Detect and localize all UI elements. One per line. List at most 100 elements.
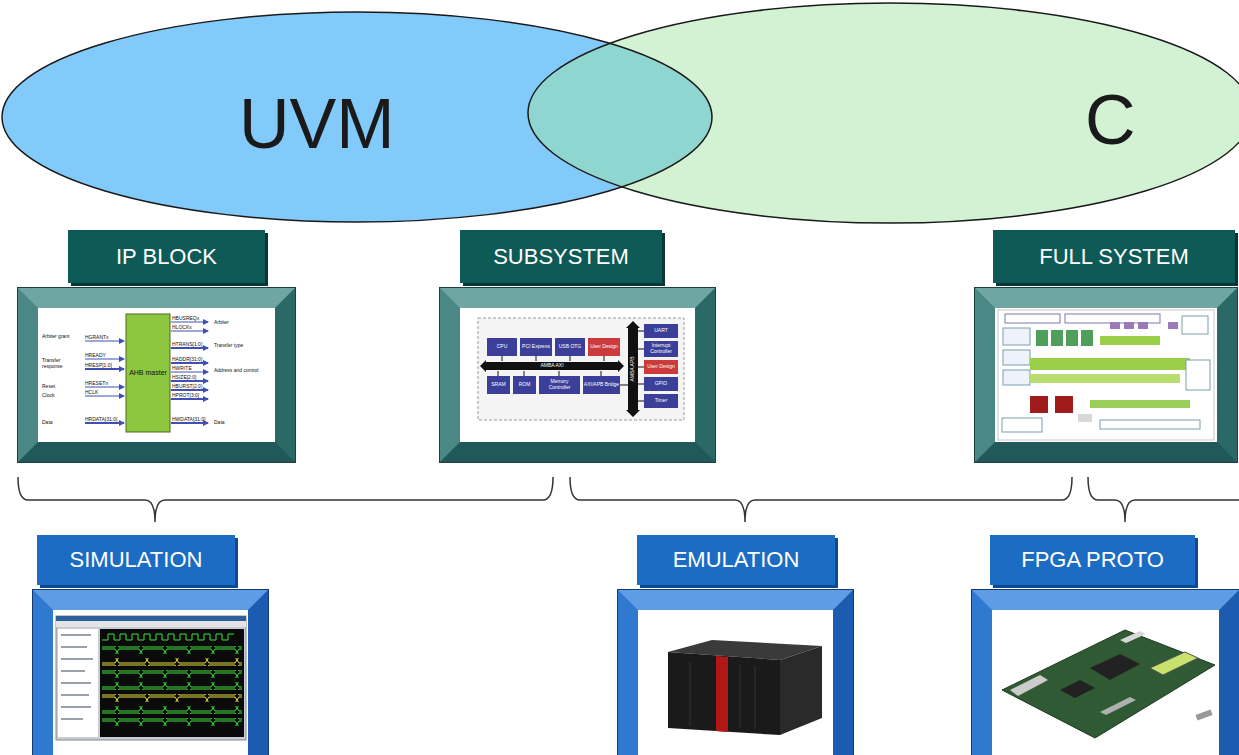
- full-system-figure: [1066, 330, 1078, 346]
- bus-tap: [638, 401, 644, 402]
- signal-arrow: [171, 347, 208, 349]
- emulator-cabinet: [690, 662, 691, 726]
- full-system-figure: [1100, 336, 1160, 345]
- ip-block: [555, 338, 585, 356]
- bus-tap: [559, 371, 560, 376]
- full-system-figure: [1124, 322, 1134, 329]
- signal-group: Data: [42, 419, 53, 425]
- fpga-board: [1150, 652, 1198, 675]
- signal-arrow: [85, 368, 124, 370]
- bus-tap: [536, 356, 537, 361]
- ip-block: [583, 376, 620, 394]
- ip-block: [644, 341, 678, 357]
- full-system-figure: [1030, 358, 1190, 370]
- bus-tap: [620, 385, 628, 386]
- signal-name: HADDR[31:0]: [172, 356, 202, 362]
- bus-tap: [638, 367, 644, 368]
- full-system-figure: [1110, 322, 1120, 329]
- ip-block: [588, 338, 620, 356]
- stage-tab: FPGA PROTO: [990, 535, 1195, 585]
- signal-arrow: [171, 398, 208, 400]
- block-label: User Design: [588, 338, 620, 356]
- full-system-figure: [1090, 400, 1190, 408]
- tab-heading: SIMULATION: [70, 547, 203, 572]
- venn-ellipse-shape: [528, 3, 1239, 223]
- signal-group: Data: [214, 419, 225, 425]
- signal-name: HBURST[2:0]: [172, 383, 202, 389]
- full-system-figure: [1030, 396, 1048, 413]
- bus-tap: [524, 371, 525, 376]
- block-label: SRAM: [487, 376, 510, 394]
- bus-tap: [601, 371, 602, 376]
- bus-label: AMBA APB: [628, 329, 638, 409]
- simulator-screenshot: [102, 706, 242, 714]
- bus-tap: [638, 384, 644, 385]
- ip-block: [644, 377, 678, 391]
- set-label: C: [1085, 85, 1136, 155]
- full-system-figure: [1100, 420, 1200, 429]
- full-system-figure: [998, 310, 1214, 440]
- signal-group: Clock: [42, 392, 55, 398]
- full-system-figure: [1003, 350, 1030, 365]
- bus-tap: [498, 371, 499, 376]
- full-system-figure: [1003, 370, 1030, 385]
- full-system-figure: [1003, 328, 1030, 345]
- tab-heading: EMULATION: [673, 547, 800, 572]
- stage-frame: FPGA PROTO: [972, 535, 1239, 755]
- signal-name: HSIZE[2:0]: [172, 374, 196, 380]
- subsystem-boundary: [478, 318, 684, 420]
- signal-arrow: [85, 422, 124, 424]
- simulator-screenshot: [61, 670, 85, 672]
- simulator-screenshot: [61, 658, 93, 660]
- signal-group: Reset: [42, 383, 55, 389]
- ip-block: [644, 324, 678, 338]
- signal-group: Arbiter: [214, 319, 229, 325]
- simulator-screenshot: [58, 629, 98, 737]
- simulator-screenshot: [102, 646, 242, 654]
- block-label: User Design: [644, 360, 678, 374]
- bus-tap: [570, 356, 571, 361]
- simulator-screenshot: [102, 718, 242, 726]
- ip-block: [487, 376, 510, 394]
- fpga-board: [1195, 709, 1212, 720]
- bus-tap: [502, 356, 503, 361]
- fpga-board: [1002, 630, 1215, 738]
- venn-overlap: [2, 12, 712, 222]
- emulator-cabinet: [740, 665, 741, 728]
- signal-name: HWRITE: [172, 365, 192, 371]
- venn-ellipse: C: [520, 0, 1239, 230]
- full-system-figure: [1055, 396, 1073, 413]
- venn-outline-arc: [2, 12, 712, 222]
- signal-arrow: [171, 380, 208, 382]
- simulator-screenshot: [61, 646, 87, 648]
- signal-name: HBUSREQx: [172, 315, 199, 321]
- signal-name: HRDATA[31:0]: [85, 416, 117, 422]
- signal-name: HCLK: [85, 389, 98, 395]
- signal-name: HGRANTx: [85, 334, 109, 340]
- emulator-cabinet: [716, 656, 728, 732]
- tab-heading: IP BLOCK: [116, 244, 217, 269]
- signal-name: HPROT[3:0]: [172, 392, 199, 398]
- block-label: ROM: [513, 376, 536, 394]
- stage-frame: EMULATION: [618, 535, 853, 755]
- block-label: Memory Controller: [539, 376, 580, 394]
- block-label: Interrupt Controller: [644, 341, 678, 357]
- tab-heading: SUBSYSTEM: [493, 244, 629, 269]
- block-label: GPIO: [644, 377, 678, 391]
- tab-heading: FPGA PROTO: [1021, 547, 1164, 572]
- full-system-figure: [1005, 314, 1060, 323]
- stage-tab: SUBSYSTEM: [460, 230, 662, 283]
- stage-frame: SIMULATION: [33, 535, 268, 755]
- ip-block: [539, 376, 580, 394]
- ip-block: [644, 394, 678, 408]
- emulator-cabinet: [668, 652, 780, 735]
- ip-block: [513, 376, 536, 394]
- bus-arrow: [480, 360, 624, 372]
- bus-tap: [638, 349, 644, 350]
- signal-group: Arbiter grant: [42, 333, 80, 339]
- signal-group: Transfer response: [42, 357, 80, 369]
- subsystem-figure: [478, 318, 684, 420]
- fpga-board: [1060, 680, 1095, 698]
- tab-heading: FULL SYSTEM: [1039, 244, 1189, 269]
- fpga-board: [1010, 675, 1048, 696]
